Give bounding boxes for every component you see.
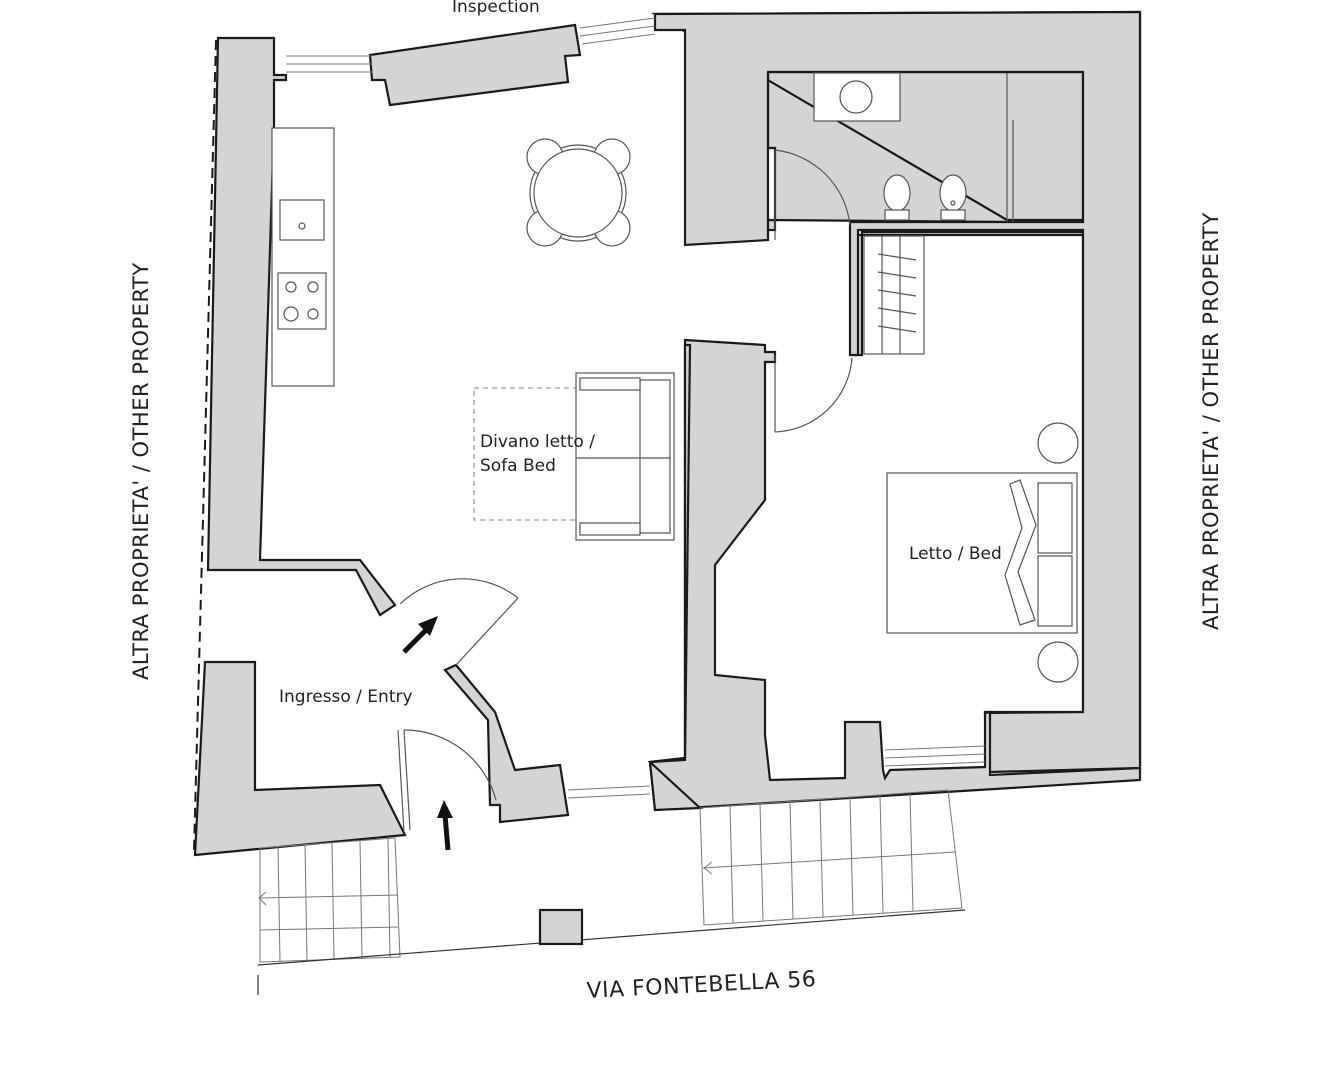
left-property-line bbox=[193, 39, 217, 851]
bidet-icon bbox=[939, 174, 967, 221]
sink-drain-icon bbox=[298, 222, 306, 230]
sofa-label-line2: Sofa Bed bbox=[480, 456, 556, 476]
kitchen-sink bbox=[279, 199, 325, 241]
wall-bottom-window bbox=[647, 343, 703, 812]
bedroom-door bbox=[774, 355, 853, 433]
entry-door bbox=[397, 729, 497, 833]
living-room-door bbox=[399, 578, 519, 666]
stove-burners-icon bbox=[283, 281, 319, 322]
top-partial-label: Inspection bbox=[452, 0, 540, 17]
wall-left-upper bbox=[206, 36, 397, 617]
sofa-bed bbox=[575, 372, 675, 541]
windows bbox=[286, 17, 986, 799]
street-edge-top bbox=[257, 909, 966, 966]
wall-top-left bbox=[368, 23, 582, 107]
left-property-label: ALTRA PROPRIETA' / OTHER PROPERTY bbox=[129, 262, 153, 680]
nightstand-top bbox=[1037, 422, 1079, 464]
street-label: VIA FONTEBELLA 56 bbox=[586, 967, 817, 1004]
dining-table bbox=[526, 138, 631, 247]
entry-label: Ingresso / Entry bbox=[279, 687, 413, 707]
wall-bottom-left bbox=[193, 660, 407, 857]
street-bollard bbox=[538, 908, 584, 946]
wardrobe bbox=[863, 235, 925, 355]
bed-label: Letto / Bed bbox=[909, 544, 1002, 564]
bathroom-door bbox=[774, 149, 851, 240]
kitchen-stove bbox=[277, 272, 327, 330]
nightstand-bottom bbox=[1037, 641, 1079, 683]
toilet-icon bbox=[883, 174, 911, 221]
stairs-right bbox=[699, 789, 963, 926]
entry-arrow-diagonal-icon bbox=[402, 616, 438, 654]
kitchen-counter bbox=[271, 127, 335, 387]
wall-bottom-middle bbox=[443, 663, 570, 824]
sofa-label-line1: Divano letto / bbox=[480, 432, 595, 452]
double-bed bbox=[886, 472, 1078, 634]
stairs-left bbox=[258, 837, 401, 963]
entry-arrow-up-icon bbox=[437, 800, 453, 851]
right-property-label: ALTRA PROPRIETA' / OTHER PROPERTY bbox=[1199, 212, 1223, 630]
bathroom-sink-icon bbox=[839, 80, 873, 114]
